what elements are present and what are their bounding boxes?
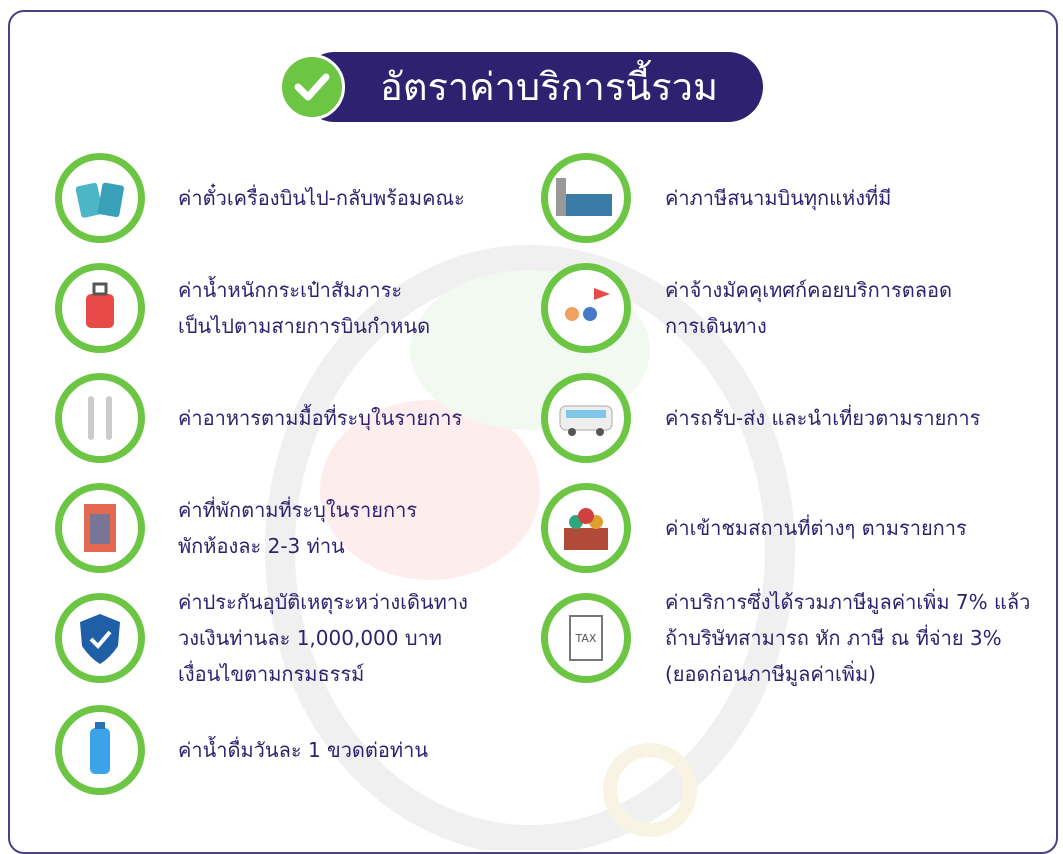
inclusion-item-text: ค่าน้ำดื่มวันละ 1 ขวดต่อท่าน (178, 732, 428, 768)
inclusion-line: ค่าอาหารตามมื้อที่ระบุในรายการ (178, 406, 463, 430)
landmark-icon (541, 483, 631, 573)
tax-document-icon: TAX (541, 593, 631, 683)
bus-icon (541, 373, 631, 463)
svg-text:TAX: TAX (575, 632, 597, 645)
inclusion-line: ค่าที่พักตามที่ระบุในรายการ (178, 498, 418, 522)
inclusion-line: ถ้าบริษัทสามารถ หัก ภาษี ณ ที่จ่าย 3% (665, 626, 1002, 650)
inclusion-item-text: ค่าภาษีสนามบินทุกแห่งที่มี (665, 180, 891, 216)
inclusion-item-text: ค่าน้ำหนักกระเป๋าสัมภาระเป็นไปตามสายการบ… (178, 272, 430, 344)
inclusion-line: ค่ารถรับ-ส่ง และนำเที่ยวตามรายการ (665, 406, 981, 430)
page-title: อัตราค่าบริการนี้รวม (380, 65, 719, 109)
water-bottle-icon (55, 705, 145, 795)
inclusion-line: ค่าเข้าชมสถานที่ต่างๆ ตามรายการ (665, 516, 967, 540)
inclusion-item-text: ค่าตั๋วเครื่องบินไป-กลับพร้อมคณะ (178, 180, 465, 216)
inclusion-line: เป็นไปตามสายการบินกำหนด (178, 314, 431, 338)
inclusion-line: ค่าบริการซึ่งได้รวมภาษีมูลค่าเพิ่ม 7% แล… (665, 590, 1031, 614)
inclusion-line: เงื่อนไขตามกรมธรรม์ (178, 662, 365, 686)
checkmark-icon (279, 54, 345, 120)
inclusion-item-text: ค่าเข้าชมสถานที่ต่างๆ ตามรายการ (665, 510, 967, 546)
shield-icon (55, 593, 145, 683)
inclusion-line: วงเงินท่านละ 1,000,000 บาท (178, 626, 442, 650)
inclusion-line: การเดินทาง (665, 314, 767, 338)
inclusion-line: (ยอดก่อนภาษีมูลค่าเพิ่ม) (665, 662, 876, 686)
inclusions-card (8, 10, 1058, 854)
ticket-icon (55, 153, 145, 243)
inclusion-item-text: ค่าอาหารตามมื้อที่ระบุในรายการ (178, 400, 462, 436)
inclusion-line: พักห้องละ 2-3 ท่าน (178, 534, 345, 558)
inclusion-item-text: ค่าประกันอุบัติเหตุระหว่างเดินทางวงเงินท… (178, 584, 468, 692)
inclusion-line: ค่าจ้างมัคคุเทศก์คอยบริการตลอด (665, 278, 952, 302)
hotel-icon (55, 483, 145, 573)
luggage-icon (55, 263, 145, 353)
inclusion-item-text: ค่าบริการซึ่งได้รวมภาษีมูลค่าเพิ่ม 7% แล… (665, 584, 1030, 692)
inclusion-line: ค่าน้ำหนักกระเป๋าสัมภาระ (178, 278, 403, 302)
inclusion-item-text: ค่าที่พักตามที่ระบุในรายการพักห้องละ 2-3… (178, 492, 417, 564)
airport-icon (541, 153, 631, 243)
inclusion-line: ค่าน้ำดื่มวันละ 1 ขวดต่อท่าน (178, 738, 428, 762)
cutlery-icon (55, 373, 145, 463)
inclusion-line: ค่าประกันอุบัติเหตุระหว่างเดินทาง (178, 590, 468, 614)
header-banner (300, 52, 763, 122)
inclusion-line: ค่าตั๋วเครื่องบินไป-กลับพร้อมคณะ (178, 186, 465, 210)
inclusion-item-text: ค่ารถรับ-ส่ง และนำเที่ยวตามรายการ (665, 400, 980, 436)
inclusion-item-text: ค่าจ้างมัคคุเทศก์คอยบริการตลอดการเดินทาง (665, 272, 952, 344)
tour-guide-icon (541, 263, 631, 353)
inclusion-line: ค่าภาษีสนามบินทุกแห่งที่มี (665, 186, 892, 210)
